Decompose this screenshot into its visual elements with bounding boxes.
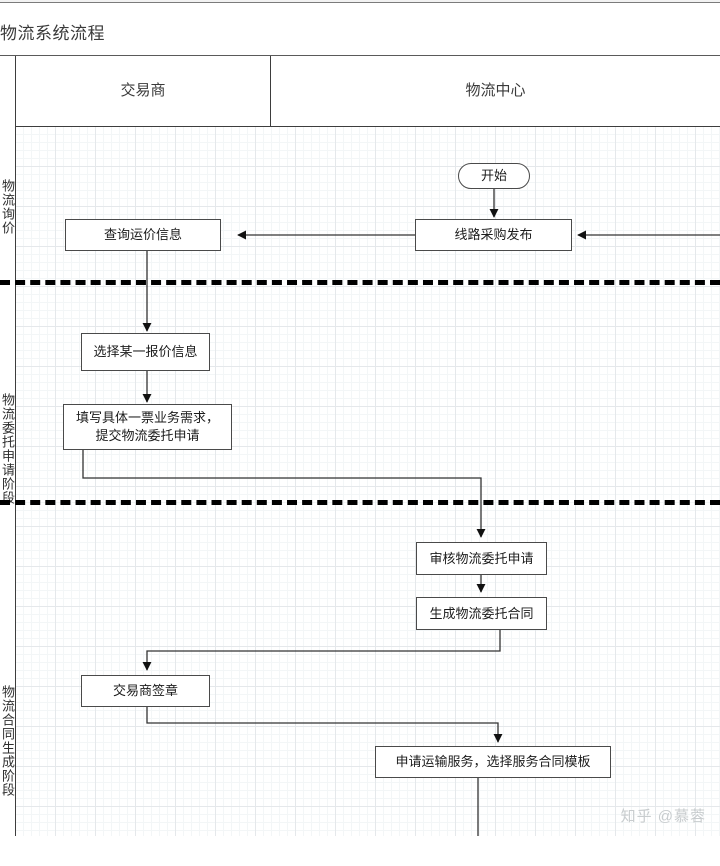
lane-header-divider (15, 126, 720, 127)
page-title: 物流系统流程 (0, 24, 105, 43)
node-trader-sign[interactable]: 交易商签章 (81, 675, 210, 707)
window-top-rule (0, 0, 720, 5)
stage-separator-2 (0, 500, 720, 505)
lane-header-center: 物流中心 (465, 83, 526, 99)
stage-label-contract: 物流合同生成阶段 (0, 685, 15, 797)
node-generate-contract[interactable]: 生成物流委托合同 (416, 597, 547, 630)
node-select-quote[interactable]: 选择某一报价信息 (81, 333, 210, 371)
node-query-price[interactable]: 查询运价信息 (65, 219, 221, 251)
node-fill-request[interactable]: 填写具体一票业务需求， 提交物流委托申请 (63, 404, 232, 450)
stage-label-inquiry: 物流询价 (0, 179, 15, 235)
watermark: 知乎 @慕蓉 (620, 808, 706, 825)
node-fill-request-line1: 填写具体一票业务需求， (75, 410, 219, 426)
node-review-request[interactable]: 审核物流委托申请 (416, 542, 547, 575)
node-fill-request-line2: 提交物流委托申请 (95, 428, 200, 443)
node-apply-transport[interactable]: 申请运输服务，选择服务合同模板 (375, 746, 611, 778)
stage-label-application: 物流委托申请阶段 (0, 392, 15, 505)
lane-left-border (15, 56, 16, 836)
title-divider (0, 55, 720, 56)
node-start[interactable]: 开始 (458, 163, 530, 189)
swimlane-frame: 交易商 物流中心 物流询价 物流委托申请阶段 物流合同生成阶段 开始 线路采购发… (0, 56, 720, 836)
stage-separator-1 (0, 280, 720, 285)
lane-header-trader: 交易商 (120, 83, 166, 99)
node-route-publish[interactable]: 线路采购发布 (415, 219, 572, 251)
